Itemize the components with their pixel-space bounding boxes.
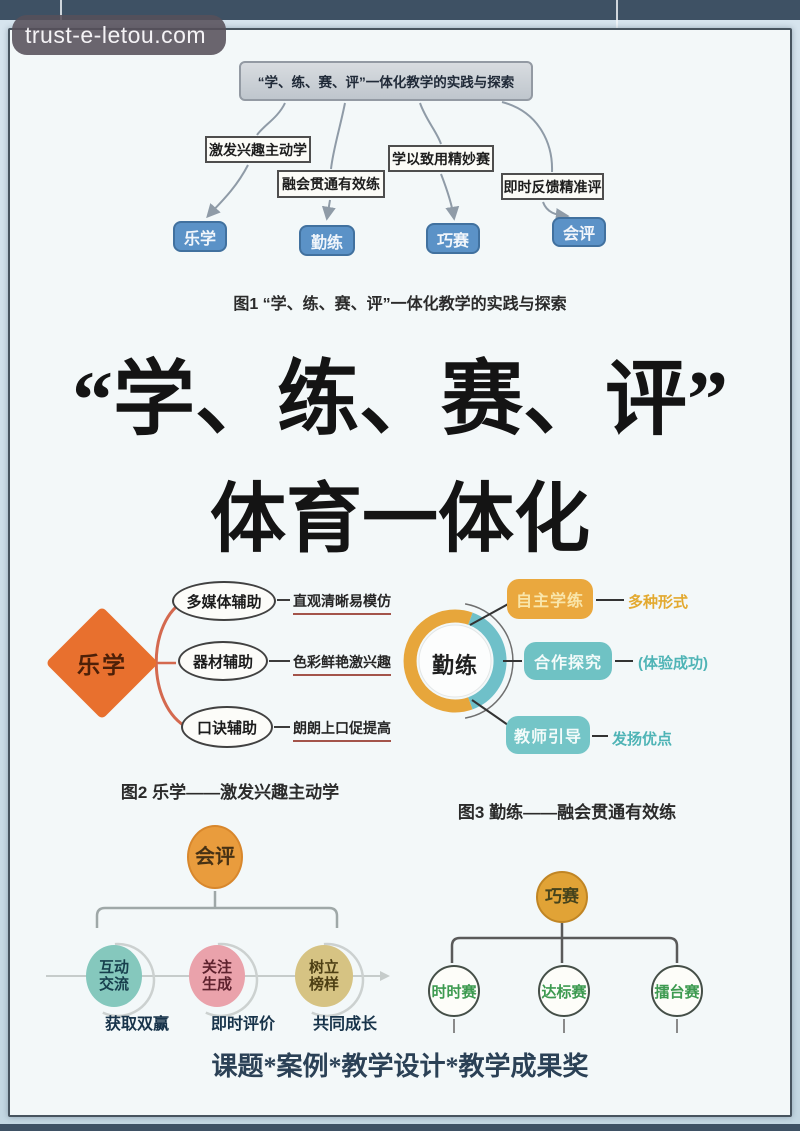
fig1-node-qinlian-text: 勤练 bbox=[310, 234, 343, 252]
fig3-center: 勤练 bbox=[415, 648, 495, 680]
fig3-node-3-text: 教师引导 bbox=[513, 729, 582, 746]
fig3-note-1: 多种形式 bbox=[628, 591, 688, 612]
fig4-node-2-line2: 生成 bbox=[201, 976, 232, 993]
fig4-node-1-line1: 互动 bbox=[98, 958, 129, 976]
fig2-node-3-text: 口诀辅助 bbox=[196, 719, 257, 737]
fig1-node-huiping: 会评 bbox=[552, 217, 606, 247]
fig1-branch-label-4: 即时反馈精准评 bbox=[501, 173, 604, 200]
fig1-node-qiaosai-text: 巧赛 bbox=[436, 232, 469, 250]
footer-text: 课题*案例*教学设计*教学成果奖 bbox=[211, 1052, 589, 1081]
fig5-center-node: 巧赛 bbox=[536, 871, 588, 923]
fig3-node-2: 合作探究 bbox=[524, 642, 612, 680]
fig5-node-3: 擂台赛 bbox=[651, 965, 703, 1017]
fig3-note-3: 发扬优点 bbox=[612, 728, 672, 749]
fig2-node-3: 口诀辅助 bbox=[181, 706, 273, 748]
fig2-note-1: 直观清晰易模仿 bbox=[293, 591, 391, 615]
fig1-node-huiping-text: 会评 bbox=[562, 226, 595, 243]
fig5-node-2-text: 达标赛 bbox=[541, 983, 587, 1001]
fig1-branch-label-2: 融会贯通有效练 bbox=[277, 170, 385, 198]
fig2-note-3: 朗朗上口促提高 bbox=[293, 718, 391, 742]
fig2-note-2-text: 色彩鲜艳激兴趣 bbox=[293, 654, 391, 670]
fig5-center-text: 巧赛 bbox=[545, 887, 579, 907]
main-title-line1: “学、练、赛、评” bbox=[0, 332, 800, 451]
fig2-node-2-text: 器材辅助 bbox=[192, 653, 253, 671]
fig1-branch-text-1: 激发兴趣主动学 bbox=[209, 141, 307, 158]
fig2-center-text: 乐学 bbox=[77, 652, 127, 678]
fig1-branch-text-4: 即时反馈精准评 bbox=[503, 178, 602, 195]
fig2-node-1-text: 多媒体辅助 bbox=[186, 593, 262, 611]
fig2-node-1: 多媒体辅助 bbox=[172, 581, 276, 621]
fig4-sub-1-text: 获取双赢 bbox=[104, 1016, 169, 1033]
watermark-text: trust-e-letou.com bbox=[25, 21, 207, 48]
fig2-note-3-text: 朗朗上口促提高 bbox=[293, 720, 391, 736]
fig4-node-1: 互动 交流 bbox=[86, 945, 142, 1007]
fig4-sub-2-text: 即时评价 bbox=[210, 1016, 275, 1033]
fig4-node-2-line1: 关注 bbox=[201, 958, 232, 976]
fig2-caption: 图2 乐学——激发兴趣主动学 bbox=[85, 778, 375, 803]
fig3-node-1: 自主学练 bbox=[507, 579, 593, 619]
fig3-note-2-text: (体验成功) bbox=[638, 655, 708, 672]
fig4-sub-3-text: 共同成长 bbox=[312, 1016, 377, 1033]
fig1-node-lexue-text: 乐学 bbox=[183, 230, 216, 248]
fig3-caption-text: 图3 勤练——融会贯通有效练 bbox=[457, 803, 677, 822]
fig4-node-3-line1: 树立 bbox=[308, 958, 339, 976]
fig3-note-3-text: 发扬优点 bbox=[612, 731, 673, 748]
watermark-badge: trust-e-letou.com bbox=[12, 15, 226, 55]
main-title-line2-text: 体育一体化 bbox=[210, 478, 590, 562]
fig1-branch-label-3: 学以致用精妙赛 bbox=[388, 145, 494, 172]
fig4-node-3-line2: 榜样 bbox=[308, 976, 339, 993]
fig3-note-1-text: 多种形式 bbox=[628, 594, 689, 611]
fig1-caption: 图1 “学、练、赛、评”一体化教学的实践与探索 bbox=[0, 290, 800, 314]
fig1-node-qiaosai: 巧赛 bbox=[426, 223, 480, 254]
fig4-center-text: 会评 bbox=[195, 845, 235, 868]
main-title-line2: 体育一体化 bbox=[0, 457, 800, 567]
fig3-node-3: 教师引导 bbox=[506, 716, 590, 754]
fig1-branch-label-1: 激发兴趣主动学 bbox=[205, 136, 311, 163]
fig4-sub-2: 即时评价 bbox=[203, 1010, 283, 1034]
fig4-sub-1: 获取双赢 bbox=[97, 1010, 177, 1034]
main-title-line1-text: “学、练、赛、评” bbox=[71, 354, 728, 445]
fig4-node-2: 关注 生成 bbox=[189, 945, 245, 1007]
bottom-bar bbox=[0, 1124, 800, 1131]
fig5-node-3-text: 擂台赛 bbox=[654, 983, 700, 1001]
fig3-note-2: (体验成功) bbox=[638, 652, 708, 673]
fig4-node-3: 树立 榜样 bbox=[295, 945, 353, 1007]
fig1-node-lexue: 乐学 bbox=[173, 221, 227, 252]
fig2-caption-text: 图2 乐学——激发兴趣主动学 bbox=[120, 783, 340, 802]
footer-line: 课题*案例*教学设计*教学成果奖 bbox=[0, 1046, 800, 1083]
page-sheet bbox=[8, 28, 792, 1117]
fig1-branch-text-2: 融会贯通有效练 bbox=[282, 176, 380, 192]
fig4-sub-3: 共同成长 bbox=[305, 1010, 385, 1034]
fig2-note-2: 色彩鲜艳激兴趣 bbox=[293, 652, 391, 676]
fig5-node-1-text: 时时赛 bbox=[431, 983, 477, 1001]
top-crease-line-right bbox=[616, 0, 618, 30]
top-crease-line-left bbox=[60, 0, 62, 20]
fig1-root-label: “学、练、赛、评”一体化教学的实践与探索 bbox=[257, 75, 515, 90]
fig3-node-2-text: 合作探究 bbox=[533, 655, 602, 672]
fig2-note-1-text: 直观清晰易模仿 bbox=[293, 593, 391, 609]
fig5-node-1: 时时赛 bbox=[428, 965, 480, 1017]
fig1-caption-text: 图1 “学、练、赛、评”一体化教学的实践与探索 bbox=[233, 296, 567, 313]
fig5-node-2: 达标赛 bbox=[538, 965, 590, 1017]
fig1-root-node: “学、练、赛、评”一体化教学的实践与探索 bbox=[239, 61, 533, 101]
fig3-center-text: 勤练 bbox=[431, 653, 478, 678]
fig4-node-1-line2: 交流 bbox=[98, 976, 129, 993]
fig2-node-2: 器材辅助 bbox=[178, 641, 268, 681]
fig1-branch-text-3: 学以致用精妙赛 bbox=[392, 150, 490, 167]
fig4-center-node: 会评 bbox=[187, 825, 243, 889]
fig1-node-qinlian: 勤练 bbox=[299, 225, 355, 256]
fig3-caption: 图3 勤练——融会贯通有效练 bbox=[417, 798, 717, 823]
fig3-node-1-text: 自主学练 bbox=[515, 593, 584, 610]
